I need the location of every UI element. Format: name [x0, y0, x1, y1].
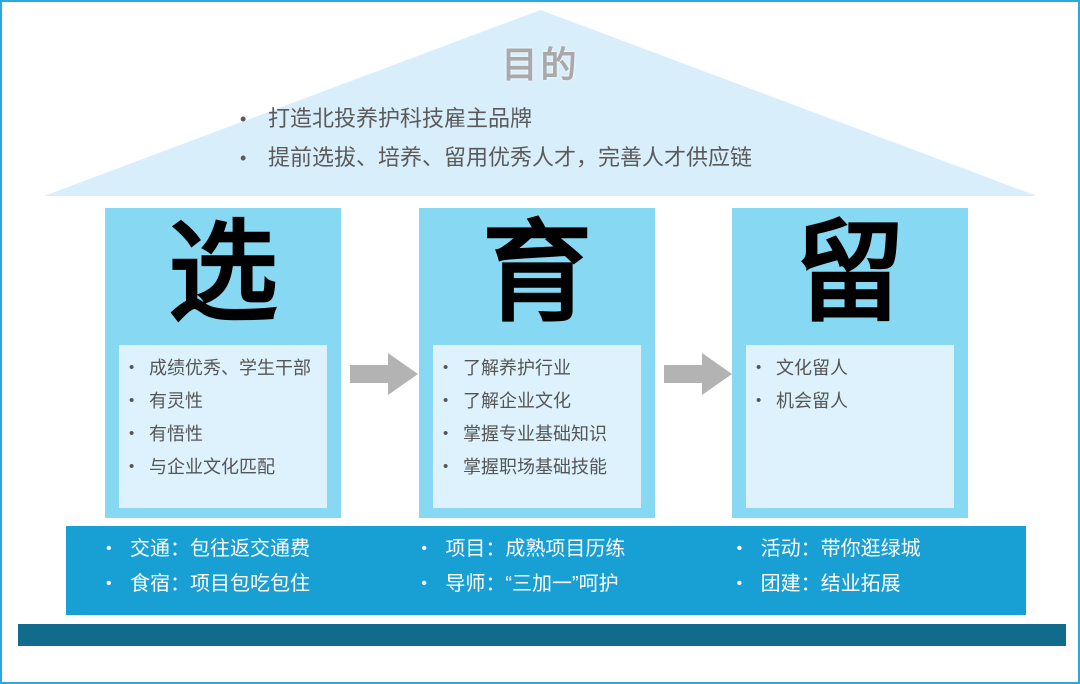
bullet-dot-icon: •	[421, 540, 427, 557]
pillar-bullet-text: 掌握专业基础知识	[463, 424, 607, 444]
benefit-text: 项目：成熟项目历练	[445, 538, 626, 560]
pillar-bullet-item: • 掌握专业基础知识	[443, 425, 633, 443]
pillars-section: 选 • 成绩优秀、学生干部 • 有灵性 • 有悟性 • 与企业文化匹配	[2, 208, 1078, 518]
bullet-dot-icon: •	[240, 147, 247, 168]
roof-section: 目的 • 打造北投养护科技雇主品牌 • 提前选拔、培养、留用优秀人才，完善人才供…	[44, 10, 1037, 196]
pillar-bullet-item: • 了解养护行业	[443, 359, 633, 377]
pillar-character: 选	[168, 209, 278, 337]
benefit-item: • 项目：成熟项目历练	[421, 539, 710, 559]
arrow-right-icon	[350, 350, 418, 398]
pillar-bullet-box: • 文化留人 • 机会留人	[746, 345, 954, 508]
benefit-item: • 交通：包往返交通费	[106, 539, 395, 559]
roof-bullet-text: 打造北投养护科技雇主品牌	[268, 106, 533, 131]
bullet-dot-icon: •	[421, 575, 427, 592]
benefit-text: 导师：“三加一”呵护	[445, 573, 619, 595]
benefit-item: • 活动：带你逛绿城	[737, 539, 1026, 559]
benefit-item: • 团建：结业拓展	[737, 574, 1026, 594]
bullet-dot-icon: •	[756, 359, 762, 376]
pillar-bullet-box: • 成绩优秀、学生干部 • 有灵性 • 有悟性 • 与企业文化匹配	[119, 345, 327, 508]
benefit-text: 团建：结业拓展	[760, 573, 901, 595]
roof-bullet-text: 提前选拔、培养、留用优秀人才，完善人才供应链	[268, 144, 753, 170]
pillar-bullet-item: • 了解企业文化	[443, 392, 633, 410]
pillar-bullet-text: 了解企业文化	[463, 391, 571, 411]
pillar-bullet-text: 有悟性	[149, 424, 203, 444]
pillar-card-retain[interactable]: 留 • 文化留人 • 机会留人	[732, 208, 968, 518]
roof-bullet-item: • 打造北投养护科技雇主品牌	[240, 108, 880, 131]
bullet-dot-icon: •	[443, 359, 449, 376]
benefit-text: 活动：带你逛绿城	[760, 538, 921, 560]
roof-bullet-list: • 打造北投养护科技雇主品牌 • 提前选拔、培养、留用优秀人才，完善人才供应链	[240, 108, 880, 185]
pillar-character: 留	[795, 209, 905, 337]
pillar-bullet-text: 文化留人	[776, 358, 848, 378]
benefits-column: • 项目：成熟项目历练 • 导师：“三加一”呵护	[395, 526, 710, 615]
bullet-dot-icon: •	[443, 425, 449, 442]
pillar-character: 育	[482, 209, 592, 337]
pillar-card-select[interactable]: 选 • 成绩优秀、学生干部 • 有灵性 • 有悟性 • 与企业文化匹配	[105, 208, 341, 518]
arrow-right-icon	[664, 350, 732, 398]
foundation-bar	[18, 624, 1066, 646]
pillar-bullet-text: 了解养护行业	[463, 358, 571, 378]
bullet-dot-icon: •	[106, 575, 112, 592]
benefit-item: • 导师：“三加一”呵护	[421, 574, 710, 594]
pillar-bullet-item: • 文化留人	[756, 359, 946, 377]
pillar-bullet-item: • 掌握职场基础技能	[443, 458, 633, 476]
bullet-dot-icon: •	[129, 359, 135, 376]
bullet-dot-icon: •	[443, 392, 449, 409]
bullet-dot-icon: •	[756, 392, 762, 409]
pillar-bullet-text: 机会留人	[776, 391, 848, 411]
benefit-item: • 食宿：项目包吃包住	[106, 574, 395, 594]
pillar-bullet-item: • 有灵性	[129, 392, 319, 410]
pillar-bullet-item: • 机会留人	[756, 392, 946, 410]
pillar-bullet-text: 有灵性	[149, 391, 203, 411]
bullet-dot-icon: •	[240, 109, 247, 129]
pillar-bullet-text: 成绩优秀、学生干部	[149, 358, 311, 378]
pillar-bullet-item: • 与企业文化匹配	[129, 458, 319, 476]
pillar-bullet-box: • 了解养护行业 • 了解企业文化 • 掌握专业基础知识 • 掌握职场基础技能	[433, 345, 641, 508]
pillar-card-develop[interactable]: 育 • 了解养护行业 • 了解企业文化 • 掌握专业基础知识 • 掌握职场基础技…	[419, 208, 655, 518]
pillar-bullet-item: • 有悟性	[129, 425, 319, 443]
bullet-dot-icon: •	[443, 458, 449, 475]
benefits-column: • 活动：带你逛绿城 • 团建：结业拓展	[711, 526, 1026, 615]
pillar-bullet-text: 与企业文化匹配	[149, 457, 275, 477]
pillar-bullet-item: • 成绩优秀、学生干部	[129, 359, 319, 377]
bullet-dot-icon: •	[736, 575, 743, 592]
benefit-text: 食宿：项目包吃包住	[130, 573, 310, 595]
benefits-bar: • 交通：包往返交通费 • 食宿：项目包吃包住 • 项目：成熟项目历练 • 导师…	[66, 526, 1026, 615]
roof-bullet-item: • 提前选拔、培养、留用优秀人才，完善人才供应链	[240, 144, 880, 170]
bullet-dot-icon: •	[736, 540, 743, 557]
benefits-column: • 交通：包往返交通费 • 食宿：项目包吃包住	[66, 526, 395, 615]
bullet-dot-icon: •	[129, 425, 135, 442]
pillar-bullet-text: 掌握职场基础技能	[463, 457, 607, 477]
roof-title: 目的	[501, 44, 580, 85]
bullet-dot-icon: •	[129, 392, 135, 409]
bullet-dot-icon: •	[106, 540, 112, 557]
bullet-dot-icon: •	[129, 458, 135, 475]
benefit-text: 交通：包往返交通费	[130, 538, 310, 560]
